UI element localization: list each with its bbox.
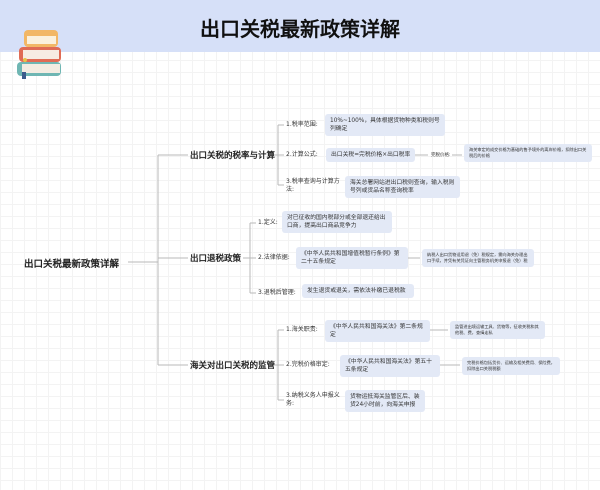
branch-node-customs-supervision[interactable]: 海关对出口关税的监管 (190, 361, 276, 371)
item-label: 3.退税后管理: (258, 289, 296, 296)
detail-box: 《中华人民共和国增值税暂行条例》第二十五条规定 (296, 247, 408, 269)
detail-box: 10%~100%，具体根据货物种类和税则号列确定 (325, 114, 445, 136)
item-label: 2.法律依据: (258, 254, 290, 261)
detail-box: 货物运抵海关监管区后、装货24小时前，向海关申报 (345, 390, 425, 412)
detail-box: 《中华人民共和国海关法》第二条规定 (325, 320, 430, 342)
detail-box: 出口关税=完税价格×出口税率 (326, 148, 416, 162)
detail-box: 对已征收的国内税部分或全部退还给出口商，提高出口商品竞争力 (282, 211, 392, 233)
item-label: 1.税率范围: (286, 121, 318, 128)
sub-detail-box: 监管进出境运输工具、货物等，征收关税和其他税、费，查缉走私 (450, 321, 545, 339)
header-band: 出口关税最新政策详解 (0, 0, 600, 52)
item-label: 2.计算公式: (286, 151, 318, 158)
item-label: 1.海关职责: (286, 326, 318, 333)
sub-detail-box: 完税价格包括货价、运输及相关费用、保险费，扣除出口关税税额 (462, 357, 560, 375)
books-icon (17, 30, 61, 79)
page-title: 出口关税最新政策详解 (200, 17, 400, 41)
sub-detail-box: 海关审定的成交价格为基础的售予境外的离岸价格，扣除出口关税后的价格 (464, 144, 592, 162)
sub-detail-box: 纳税人出口货物适用退（免）税规定，需向海关办理出口手续，并凭有关凭证向主管税务机… (422, 249, 534, 267)
detail-box: 海关总署网站进出口税则查询，输入税则号列或货品名称查询税率 (345, 176, 460, 198)
root-node[interactable]: 出口关税最新政策详解 (24, 259, 120, 270)
item-label: 3.纳税义务人申报义务: (286, 392, 340, 407)
detail-box: 发生退货或退关，需依法补缴已退税款 (302, 284, 414, 298)
detail-box: 《中华人民共和国海关法》第五十五条规定 (340, 355, 440, 377)
branch-node-export-rebate[interactable]: 出口退税政策 (190, 254, 242, 264)
sub-label: 完税价格: (431, 153, 451, 158)
branch-node-rate-calc[interactable]: 出口关税的税率与计算 (190, 151, 276, 161)
item-label: 3.税率查询与计算方法: (286, 178, 340, 193)
item-label: 1.定义: (258, 219, 278, 226)
item-label: 2.完税价格审定: (286, 361, 330, 368)
